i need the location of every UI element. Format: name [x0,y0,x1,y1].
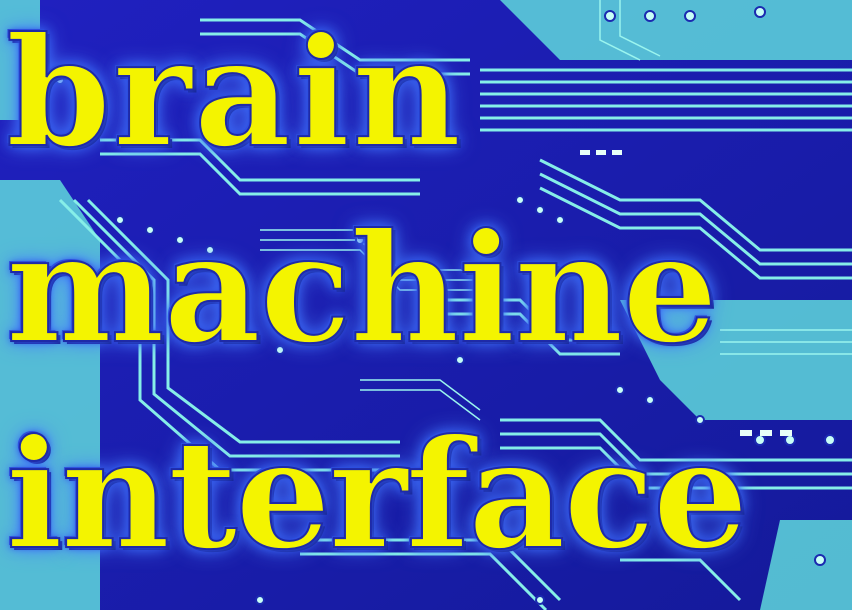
component-pads [580,150,792,436]
circuit-traces [58,18,852,610]
headline-line-machine: machine [5,201,719,377]
headline-line-brain: brain [5,5,464,181]
via-pads [55,6,836,605]
fine-traces [260,0,852,421]
headline-line-interface: interface [5,407,749,583]
